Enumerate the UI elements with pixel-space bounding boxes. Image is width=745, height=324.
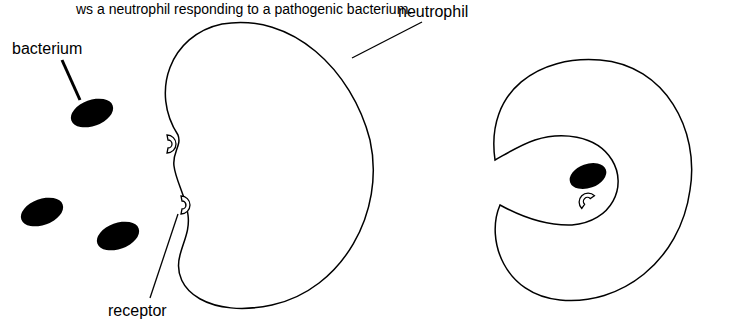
bacterium-shape xyxy=(566,158,610,194)
receptor-symbol xyxy=(181,196,190,214)
receptor-symbol xyxy=(167,135,176,153)
neutrophil-outline xyxy=(494,60,692,301)
neutrophil-outline xyxy=(165,22,373,308)
leader-line xyxy=(150,214,178,298)
part-label: bacterium xyxy=(12,40,82,58)
heading-text: ws a neutrophil responding to a pathogen… xyxy=(76,0,412,18)
part-label: neutrophil xyxy=(398,3,468,21)
receptor-symbol xyxy=(575,189,594,208)
bacterium-shape xyxy=(93,216,143,255)
part-label: receptor xyxy=(108,302,167,320)
bacterium-shape xyxy=(17,192,67,231)
bacterium-shape xyxy=(67,93,117,132)
leader-line xyxy=(62,60,80,100)
leader-line xyxy=(352,22,422,58)
